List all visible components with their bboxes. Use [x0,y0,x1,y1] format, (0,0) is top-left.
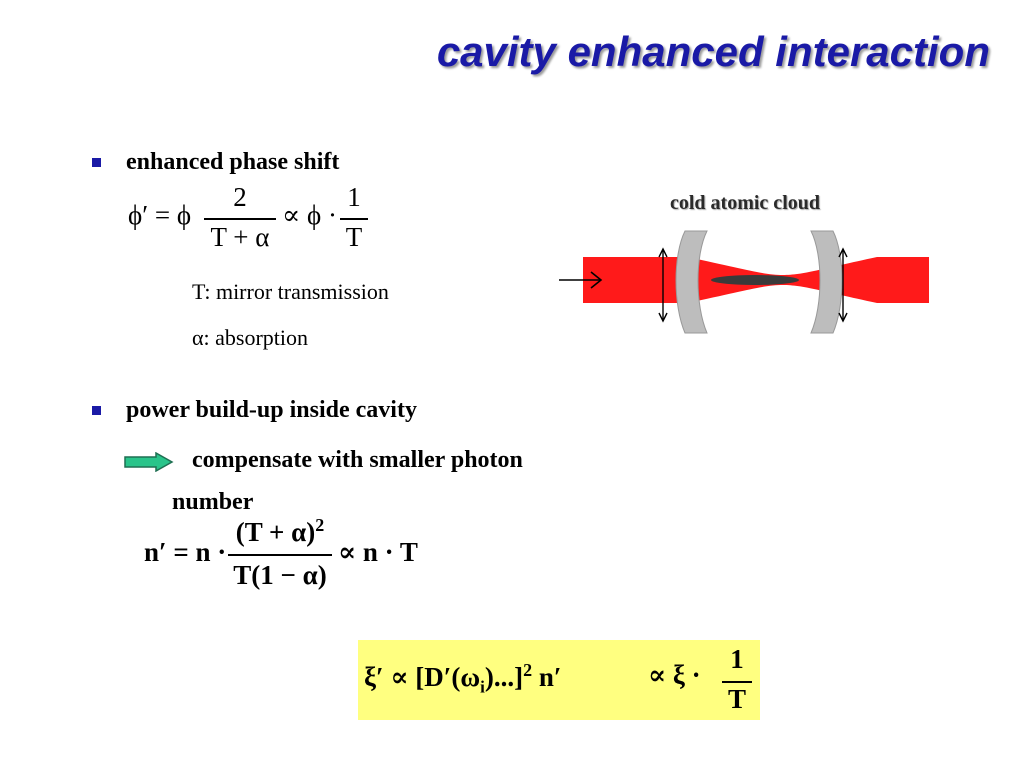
eq2-numerator-exponent: 2 [315,515,325,535]
cold-atomic-cloud-label: cold atomic cloud [670,192,820,214]
eq2-rhs: ∝ n · T [338,537,418,567]
polarization-arrow-right [838,247,848,323]
eq2-lhs: n′ = n · [144,537,227,567]
bullet-text: power build-up inside cavity [126,397,417,423]
cavity-diagram [559,230,929,334]
atomic-cloud [711,275,799,285]
eq3-fraction-line [722,681,752,683]
left-mirror [675,230,708,334]
eq3-mid-text: )...] [484,662,524,692]
eq2-numerator-base: (T + α) [235,517,316,547]
eq3-n: n′ [538,662,562,692]
eq3-exponent: 2 [523,660,533,680]
eq2-fraction-line [228,554,332,556]
polarization-arrow-left [658,247,668,323]
eq3-proportional: ∝ ξ · [648,660,701,690]
eq3-subscript: i [480,677,485,697]
right-mirror [810,230,843,334]
eq3-denominator: T [727,684,746,714]
eq1-mid: ∝ ϕ · [282,200,337,230]
compensate-line-1: compensate with smaller photon [192,447,523,473]
eq1-fraction-line-1 [204,218,276,220]
right-arrow-icon [124,452,174,472]
slide-title: cavity enhanced interaction [436,28,990,75]
eq1-fraction-line-2 [340,218,368,220]
bullet-text: enhanced phase shift [126,149,340,175]
incoming-arrow-icon [559,271,603,289]
eq1-numerator-1: 2 [233,182,247,212]
note-absorption: α: absorption [192,325,309,350]
bullet-marker [92,406,101,415]
bullet-marker [92,158,101,167]
eq3-lhs: ξ′ ∝ [D′(ωi)...]2 n′ [364,660,561,697]
compensate-line-2: number [172,489,254,515]
eq2-denominator: T(1 − α) [233,560,327,590]
eq3-numerator: 1 [730,644,744,674]
note-mirror-transmission: T: mirror transmission [192,279,389,304]
eq1-denominator-1: T + α [210,222,270,252]
eq1-lhs: ϕ′ = ϕ [128,200,192,230]
highlight-box [358,640,760,720]
eq1-denominator-2: T [345,222,363,252]
eq1-numerator-2: 1 [347,182,361,212]
eq2-numerator: (T + α)2 [230,515,330,548]
eq3-lhs-text: ξ′ ∝ [D′(ω [364,662,481,692]
